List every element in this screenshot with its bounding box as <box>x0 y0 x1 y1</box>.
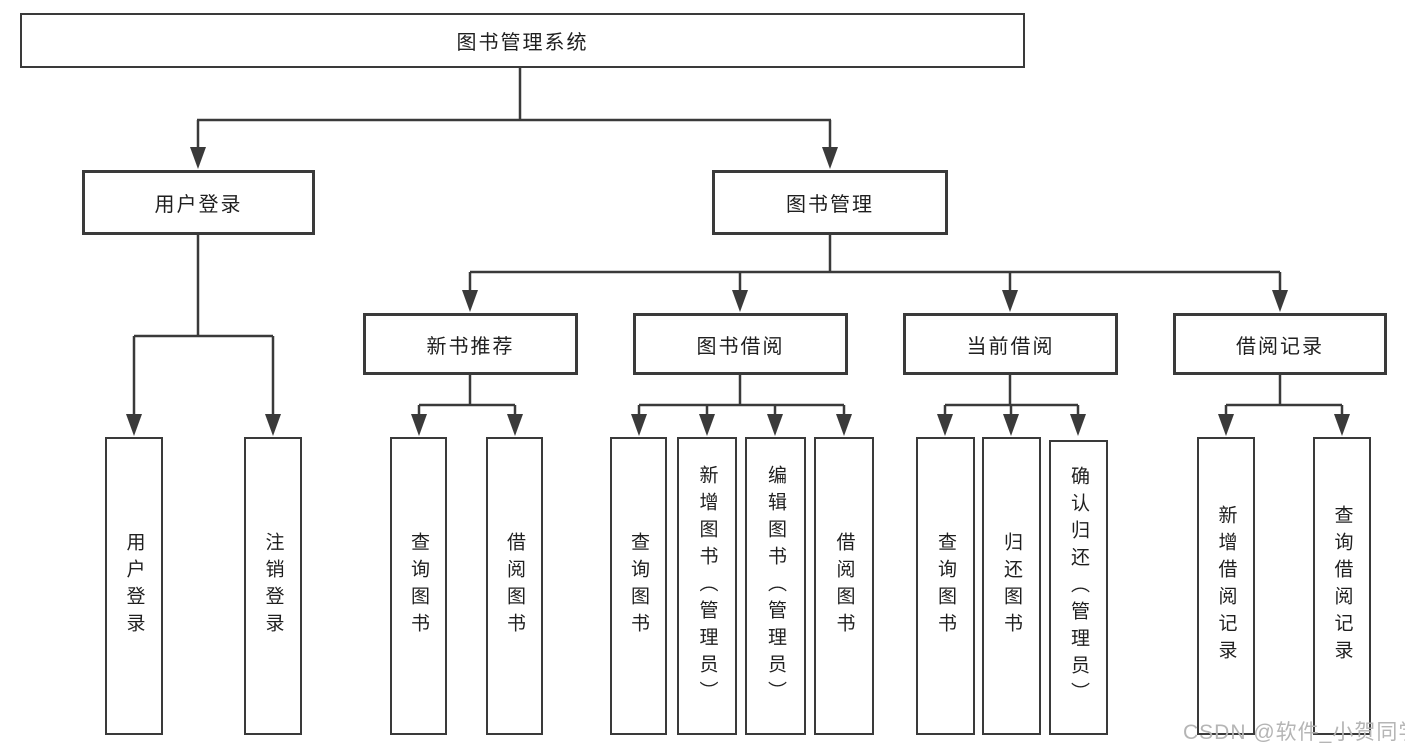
csdn-watermark: CSDN @软件_小贺同学 <box>1183 721 1405 744</box>
arrowhead-icon <box>1334 414 1350 436</box>
arrowhead-icon <box>462 290 478 312</box>
arrowhead-icon <box>265 414 281 436</box>
leaf-borrow-books-recommend: 借阅图书 <box>486 437 543 735</box>
node-new-book-recommendation: 新书推荐 <box>363 313 578 375</box>
arrowhead-icon <box>836 414 852 436</box>
arrowhead-icon <box>732 290 748 312</box>
node-current-borrowing: 当前借阅 <box>903 313 1118 375</box>
connector-book-borrowing-to-leaves <box>631 375 852 436</box>
leaf-query-borrow-record: 查询借阅记录 <box>1313 437 1371 735</box>
connector-new-book-recommendation-to-leaves <box>411 375 523 436</box>
arrowhead-icon <box>937 414 953 436</box>
arrowhead-icon <box>126 414 142 436</box>
leaf-query-books-recommend: 查询图书 <box>390 437 447 735</box>
arrowhead-icon <box>190 147 206 169</box>
leaf-query-books-borrow: 查询图书 <box>610 437 667 735</box>
connector-book-management-to-level3 <box>462 235 1288 312</box>
arrowhead-icon <box>411 414 427 436</box>
leaf-add-borrow-record: 新增借阅记录 <box>1197 437 1255 735</box>
node-book-management: 图书管理 <box>712 170 948 235</box>
leaf-query-books-current: 查询图书 <box>916 437 975 735</box>
connector-user-login-to-leaves <box>126 235 281 436</box>
arrowhead-icon <box>631 414 647 436</box>
connector-root-to-level2 <box>190 68 838 169</box>
node-library-management-system: 图书管理系统 <box>20 13 1025 68</box>
node-book-borrowing: 图书借阅 <box>633 313 848 375</box>
leaf-edit-book-admin: 编辑图书（管理员） <box>745 437 806 735</box>
arrowhead-icon <box>1002 290 1018 312</box>
leaf-borrow-books: 借阅图书 <box>814 437 874 735</box>
leaf-logout: 注销登录 <box>244 437 302 735</box>
arrowhead-icon <box>822 147 838 169</box>
arrowhead-icon <box>767 414 783 436</box>
connector-current-borrowing-to-leaves <box>937 375 1086 436</box>
arrowhead-icon <box>507 414 523 436</box>
arrowhead-icon <box>1070 414 1086 436</box>
arrowhead-icon <box>699 414 715 436</box>
arrowhead-icon <box>1272 290 1288 312</box>
node-user-login: 用户登录 <box>82 170 315 235</box>
leaf-return-books: 归还图书 <box>982 437 1041 735</box>
leaf-user-login: 用户登录 <box>105 437 163 735</box>
node-borrowing-records: 借阅记录 <box>1173 313 1387 375</box>
arrowhead-icon <box>1003 414 1019 436</box>
leaf-confirm-return-admin: 确认归还（管理员） <box>1049 440 1108 735</box>
connector-borrowing-records-to-leaves <box>1218 375 1350 436</box>
leaf-add-book-admin: 新增图书（管理员） <box>677 437 737 735</box>
arrowhead-icon <box>1218 414 1234 436</box>
